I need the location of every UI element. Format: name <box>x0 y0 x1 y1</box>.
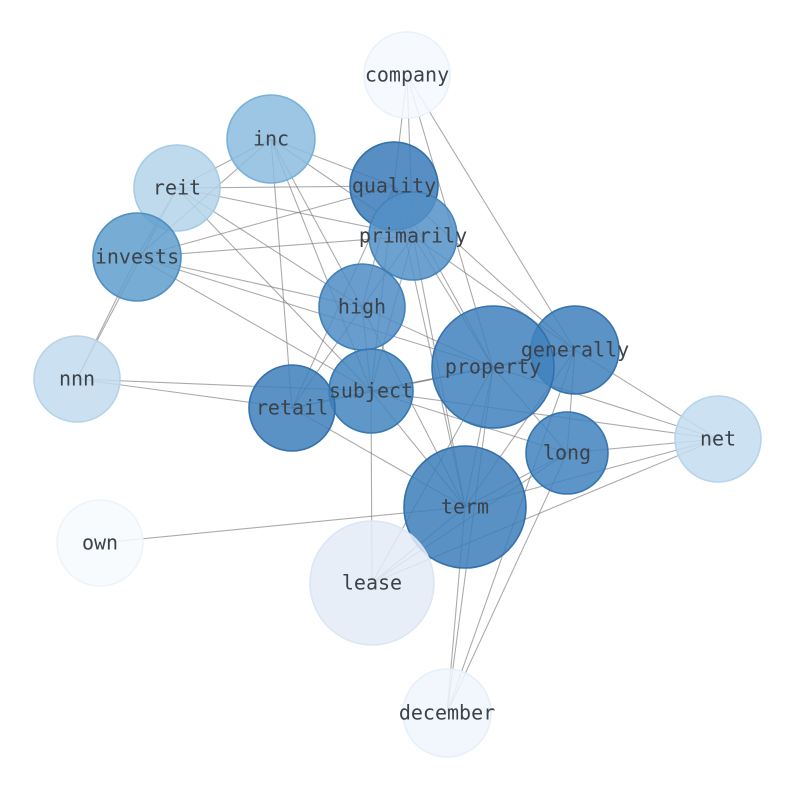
graph-node-inc <box>226 94 316 184</box>
graph-node-label-generally: generally <box>521 338 629 362</box>
graph-node-label-long: long <box>543 441 591 465</box>
graph-edge-subject-net <box>370 390 719 440</box>
graph-node-label-company: company <box>365 63 449 87</box>
graph-node-label-inc: inc <box>253 127 289 151</box>
graph-node-primarily <box>368 191 458 281</box>
graph-node-company <box>363 31 451 119</box>
graph-edge-invests-subject <box>136 256 372 392</box>
graph-node-property <box>431 305 555 429</box>
graph-node-net <box>674 395 762 483</box>
graph-node-label-net: net <box>700 427 736 451</box>
graph-node-long <box>525 411 609 495</box>
graph-node-label-retail: retail <box>256 396 328 420</box>
graph-node-label-primarily: primarily <box>359 224 467 248</box>
graph-node-label-high: high <box>338 295 386 319</box>
graph-node-retail <box>248 364 336 452</box>
graph-node-invests <box>92 212 182 302</box>
graph-node-reit <box>133 144 221 232</box>
graph-node-label-lease: lease <box>342 571 402 595</box>
graph-edge-invests-primarily <box>136 235 414 258</box>
graph-node-label-quality: quality <box>352 174 436 198</box>
graph-node-label-december: december <box>399 701 495 725</box>
graph-edge-inc-retail <box>270 138 293 409</box>
graph-node-lease <box>309 520 435 646</box>
graph-node-label-subject: subject <box>329 379 413 403</box>
labels-layer: company inc reit quality primarily invests hig… <box>59 63 736 725</box>
graph-edge-reit-subject <box>176 187 372 392</box>
graph-node-term <box>403 445 527 569</box>
graph-node-nnn <box>33 335 121 423</box>
graph-node-label-own: own <box>82 531 118 555</box>
graph-node-december <box>402 668 492 758</box>
graph-node-own <box>56 499 144 587</box>
graph-edge-long-december <box>446 452 568 714</box>
graph-node-label-term: term <box>441 495 489 519</box>
graph-node-label-property: property <box>445 355 541 379</box>
graph-edge-company-generally <box>406 74 576 351</box>
graph-edge-invests-property <box>136 256 494 368</box>
graph-node-label-invests: invests <box>95 245 179 269</box>
nodes-layer <box>33 31 762 758</box>
graph-node-label-nnn: nnn <box>59 367 95 391</box>
graph-node-label-reit: reit <box>153 176 201 200</box>
